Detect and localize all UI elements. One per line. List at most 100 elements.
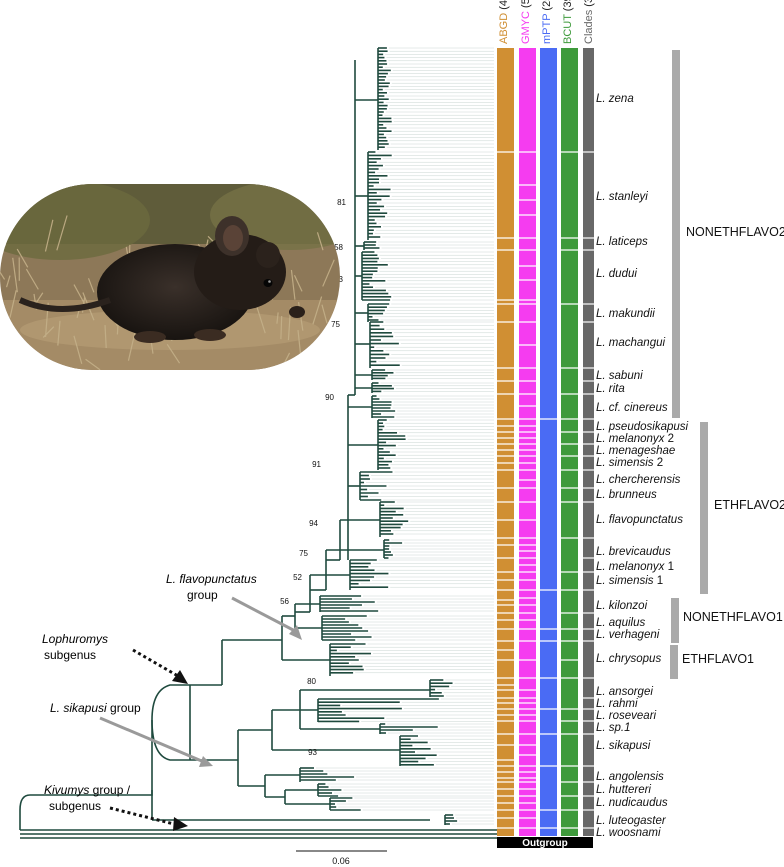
species-label: L. cf. cinereus	[596, 402, 668, 414]
scale-bar-label: 0.06	[332, 856, 350, 866]
group-label-ethflavo1: ETHFLAVO1	[682, 652, 754, 666]
grass-stroke	[44, 219, 54, 252]
tree-branch	[19, 794, 31, 830]
species-label: L. chrysopus	[596, 653, 661, 665]
tip-guide-lines	[315, 47, 494, 825]
kivumys-subgenus: subgenus	[49, 799, 101, 813]
bootstrap-value: 80	[307, 677, 316, 686]
svg-text:Kivumys group /: Kivumys group /	[44, 783, 131, 797]
tree-branch	[30, 790, 153, 796]
bootstrap-value: 90	[325, 393, 334, 402]
column-bar-gmyc	[519, 48, 536, 836]
bootstrap-value: 93	[308, 748, 317, 757]
kivumys-arrow	[109, 806, 175, 826]
bootstrap-value: 75	[299, 549, 308, 558]
lophuromys-annotation: Lophuromys subgenus	[42, 632, 188, 684]
group-label-nonethflavo1: NONETHFLAVO1	[683, 610, 783, 624]
species-label: L. dudui	[596, 268, 637, 280]
species-label: L. woosnami	[596, 827, 661, 839]
grass-stroke	[312, 296, 323, 325]
grass-stroke	[104, 325, 107, 349]
species-label: L. sabuni	[596, 370, 643, 382]
grass-stroke	[327, 329, 340, 347]
species-label: L. brevicaudus	[596, 546, 671, 558]
species-label: L. sp.1	[596, 722, 631, 734]
grass-stroke	[322, 259, 335, 287]
species-label: L. rita	[596, 383, 625, 395]
flavopunctatus-group: group	[187, 588, 218, 602]
sikapusi-annotation: L. sikapusi group	[50, 701, 213, 767]
mouse-photo	[0, 184, 340, 370]
column-header-gmyc: GMYC (56)	[520, 0, 532, 44]
grass-stroke	[150, 341, 154, 354]
grass-stroke	[320, 342, 330, 358]
outgroup-bar	[497, 837, 593, 848]
species-label: L. rahmi	[596, 698, 638, 710]
species-label: L. nudicaudus	[596, 797, 668, 809]
species-label: L. sikapusi	[596, 740, 651, 752]
species-label: L. machangui	[596, 337, 665, 349]
grass-stroke	[280, 315, 283, 340]
bracket-nonethflavo2	[672, 50, 680, 418]
column-header-abgd: ABGD (46)	[498, 0, 510, 44]
grass-stroke	[255, 304, 266, 334]
species-label: L. melanonyx 1	[596, 561, 674, 573]
tree-branch	[151, 684, 190, 721]
lophuromys-arrow	[132, 648, 179, 678]
grass-stroke	[42, 326, 55, 338]
grass-stroke	[293, 274, 303, 292]
column-header-mptp: mPTP (25)	[541, 0, 553, 44]
column-bar-bcut	[561, 48, 578, 836]
bootstrap-value: 56	[280, 597, 289, 606]
bootstrap-values: 815893759091947552568093	[280, 198, 346, 757]
grass-stroke	[0, 351, 6, 368]
phylogenetic-tree	[19, 47, 500, 839]
group-label-nonethflavo2: NONETHFLAVO2	[686, 225, 784, 239]
grass-stroke	[34, 292, 44, 305]
kivumys-group: group /	[89, 783, 130, 797]
species-label: L. simensis 1	[596, 575, 663, 587]
column-headers: ABGD (46)GMYC (56)mPTP (25)BCUT (39)Clad…	[498, 0, 595, 44]
species-label: L. pseudosikapusi	[596, 421, 689, 433]
bootstrap-value: 58	[334, 243, 343, 252]
grass-stroke	[87, 278, 95, 293]
species-label: L. flavopunctatus	[596, 514, 683, 526]
species-label: L. kilonzoi	[596, 600, 648, 612]
kivumys-annotation: Kivumys group / subgenus	[44, 783, 188, 831]
kivumys-name: Kivumys	[44, 783, 89, 797]
grass-stroke	[321, 304, 328, 324]
species-label: L. luteogaster	[596, 815, 667, 827]
species-label: L. laticeps	[596, 236, 648, 248]
grass-stroke	[290, 269, 296, 300]
sikapusi-arrowhead	[199, 756, 213, 767]
flavopunctatus-arrowhead	[289, 625, 302, 640]
grass-stroke	[85, 358, 101, 370]
lophuromys-arrowhead	[172, 670, 188, 684]
grass-stroke	[73, 335, 83, 365]
grass-stroke	[9, 290, 17, 318]
grass-stroke	[56, 215, 68, 251]
bootstrap-value: 91	[312, 460, 321, 469]
grass-stroke	[57, 320, 61, 346]
species-label: L. chercherensis	[596, 474, 681, 486]
grass-stroke	[0, 260, 6, 280]
species-label: L. aquilus	[596, 617, 645, 629]
bracket-nonethflavo1	[671, 598, 679, 643]
delimitation-columns	[497, 48, 594, 836]
kivumys-arrowhead	[173, 817, 188, 831]
sikapusi-name: L. sikapusi	[50, 701, 107, 715]
species-label: L. stanleyi	[596, 191, 648, 203]
bootstrap-value: 94	[309, 519, 318, 528]
column-bar-abgd	[497, 48, 514, 836]
species-label: L. melanonyx 2	[596, 433, 674, 445]
grass-stroke	[73, 284, 87, 308]
grass-stroke	[25, 268, 39, 290]
grass-stroke	[12, 257, 18, 293]
grass-stroke	[316, 232, 324, 251]
lophuromys-name: Lophuromys	[42, 632, 108, 646]
grass-stroke	[276, 312, 279, 324]
grass-stroke	[16, 248, 29, 268]
